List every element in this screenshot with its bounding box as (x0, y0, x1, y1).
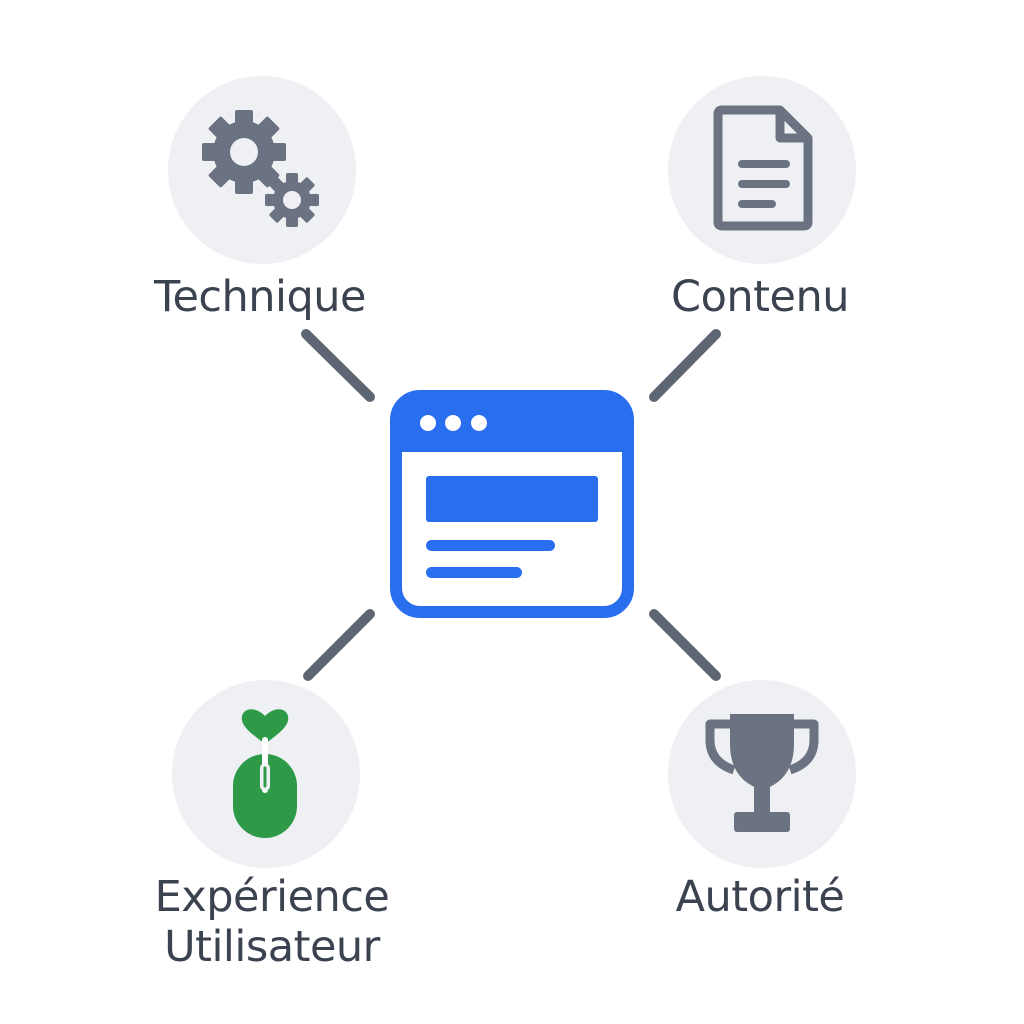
connector-experience (303, 609, 375, 681)
autorite-label: Autorité (675, 872, 845, 922)
experience-utilisateur-node (172, 680, 360, 868)
experience-label-line-2: Utilisateur (164, 922, 380, 972)
technique-label: Technique (153, 272, 367, 322)
gears-icon (202, 110, 319, 227)
browser-window-icon (390, 390, 634, 618)
experience-label-line-1: Expérience (154, 872, 390, 922)
experience-utilisateur-label: Expérience Utilisateur (72, 872, 472, 972)
connector-autorite (649, 609, 721, 681)
contenu-label: Contenu (671, 272, 849, 322)
trophy-icon (705, 714, 819, 832)
contenu-node (668, 76, 856, 264)
connector-technique (301, 329, 375, 402)
connector-contenu (649, 329, 721, 402)
autorite-node (668, 680, 856, 868)
mouse-heart-icon (233, 709, 297, 838)
technique-node (168, 76, 356, 264)
center-webpage (390, 390, 634, 618)
document-icon (713, 105, 813, 231)
